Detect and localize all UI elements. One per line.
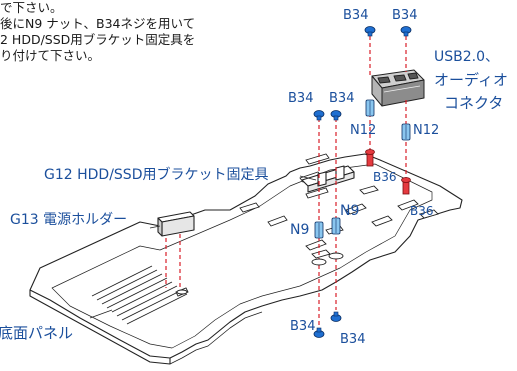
instruction-line-3: 2 HDD/SSD用ブラケット固定具を bbox=[0, 32, 196, 47]
g12-bracket bbox=[301, 165, 355, 193]
screw-b36-left bbox=[365, 149, 375, 167]
label-n9-right: N9 bbox=[340, 203, 360, 219]
label-usb-line2: オーディオ bbox=[434, 71, 508, 89]
screw-b34-top-left bbox=[364, 26, 376, 37]
label-n12-right: N12 bbox=[413, 123, 440, 138]
label-b34-mid-left: B34 bbox=[288, 91, 314, 106]
standoff-n12-left bbox=[365, 99, 375, 117]
plate-mounting-bosses bbox=[176, 252, 344, 295]
usb-audio-connector-board bbox=[371, 69, 425, 107]
label-b34-top-left: B34 bbox=[343, 8, 369, 23]
bottom-panel-plate bbox=[29, 153, 463, 365]
label-b36-left: B36 bbox=[373, 170, 397, 184]
nut-n9-left bbox=[314, 221, 324, 239]
label-n12-left: N12 bbox=[350, 123, 377, 138]
label-n9-left: N9 bbox=[290, 222, 310, 238]
label-g13-power-holder: G13 電源ホルダー bbox=[10, 212, 128, 228]
label-b34-bottom-right: B34 bbox=[340, 332, 366, 347]
nut-n9-right bbox=[331, 217, 341, 235]
instruction-text: で下さい。 後にN9 ナット、B34ネジを用いて 2 HDD/SSD用ブラケット… bbox=[0, 0, 195, 64]
label-usb-line3: コネクタ bbox=[444, 94, 504, 112]
standoff-n12-right bbox=[401, 123, 411, 141]
screw-b34-bottom-right bbox=[330, 311, 342, 322]
instruction-line-2: 後にN9 ナット、B34ネジを用いて bbox=[0, 16, 196, 31]
label-b36-right: B36 bbox=[410, 204, 434, 218]
bottom-panel-cutouts bbox=[175, 153, 439, 297]
screw-b36-right bbox=[401, 177, 411, 195]
screw-b34-top-right bbox=[400, 26, 412, 37]
label-bottom-panel: 底面パネル bbox=[0, 324, 74, 342]
screw-b34-mid-right bbox=[330, 110, 342, 121]
instruction-line-4: り付けて下さい。 bbox=[0, 48, 101, 63]
instruction-line-1: で下さい。 bbox=[0, 0, 63, 15]
screw-b34-mid-left bbox=[313, 110, 325, 121]
label-b34-top-right: B34 bbox=[392, 8, 418, 23]
bottom-panel-vents bbox=[91, 265, 188, 325]
label-b34-bottom-left: B34 bbox=[290, 319, 316, 334]
label-leader-lines bbox=[89, 175, 317, 319]
label-usb-line1: USB2.0、 bbox=[434, 49, 500, 65]
screw-b34-bottom-left bbox=[313, 327, 325, 338]
g13-power-holder bbox=[157, 211, 195, 237]
label-b34-mid-right: B34 bbox=[329, 91, 355, 106]
label-g12-bracket: G12 HDD/SSD用ブラケット固定具 bbox=[44, 167, 269, 183]
